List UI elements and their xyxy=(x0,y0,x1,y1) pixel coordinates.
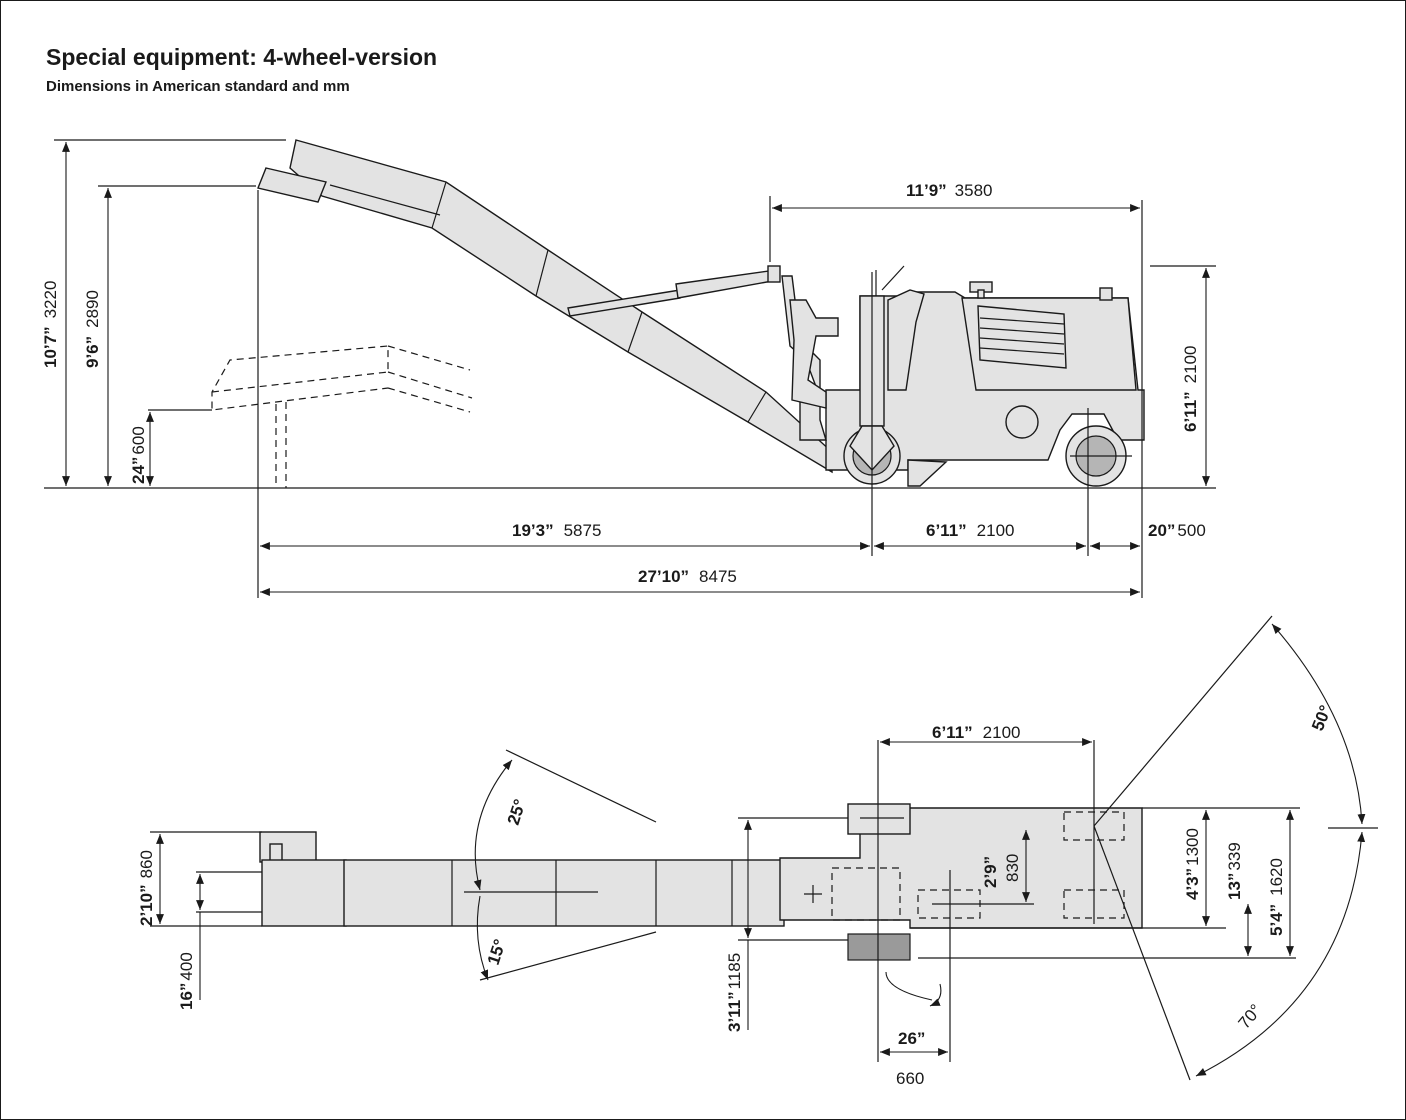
track-inner-imperial: 2’9” xyxy=(981,856,1000,888)
front-wheel-top xyxy=(847,933,911,961)
side-offset-label: 13”339 xyxy=(1225,842,1244,900)
height-discharge-label: 9’6”2890 xyxy=(83,290,102,368)
track-inner-metric: 830 xyxy=(1003,854,1022,882)
side-view: 11’9”3580 10’7”3220 9’6”2890 24”600 6’11… xyxy=(41,139,1216,598)
conveyor-top xyxy=(150,831,785,927)
page-subtitle: Dimensions in American standard and mm xyxy=(46,78,350,95)
wheel-width-metric: 660 xyxy=(896,1069,924,1088)
height-total-label: 10’7”3220 xyxy=(41,281,60,368)
conveyor-width-label: 2’10”860 xyxy=(137,850,156,926)
height-machine-label: 6’11”2100 xyxy=(1181,346,1200,432)
truck-outline xyxy=(148,345,473,488)
wheel-width-imperial: 26” xyxy=(898,1029,925,1048)
angle-down-label: 15° xyxy=(484,937,510,968)
belt-width-label: 16”400 xyxy=(177,952,196,1010)
drum-width-label: 3’11”1185 xyxy=(725,953,744,1032)
rear-overhang-label: 20”500 xyxy=(1148,521,1206,540)
machine-width-label: 5’4”1620 xyxy=(1267,858,1286,936)
overall-length-label: 27’10”8475 xyxy=(638,567,737,586)
page-title: Special equipment: 4-wheel-version xyxy=(46,44,438,70)
height-loading-label: 24”600 xyxy=(129,426,148,484)
conveyor-reach-label: 19’3”5875 xyxy=(512,521,601,540)
angle-up-label: 25° xyxy=(504,797,530,828)
engine-grille xyxy=(979,317,1065,355)
length-top-label: 11’9”3580 xyxy=(906,181,992,200)
conveyor xyxy=(257,139,833,474)
machine-top xyxy=(779,803,1143,961)
conveyor-cylinder xyxy=(567,265,781,317)
angle-right-label: 70° xyxy=(1235,1001,1266,1033)
track-outer-label: 4’3”1300 xyxy=(1183,828,1202,900)
wheelbase-label: 6’11”2100 xyxy=(926,521,1014,540)
angle-left-label: 50° xyxy=(1308,702,1335,733)
milling-machine xyxy=(781,265,1145,487)
top-view: 6’11”2100 2’10”860 16”400 25° 15° 3’11”1… xyxy=(137,615,1378,1088)
wheelbase-top-label: 6’11”2100 xyxy=(932,723,1020,742)
